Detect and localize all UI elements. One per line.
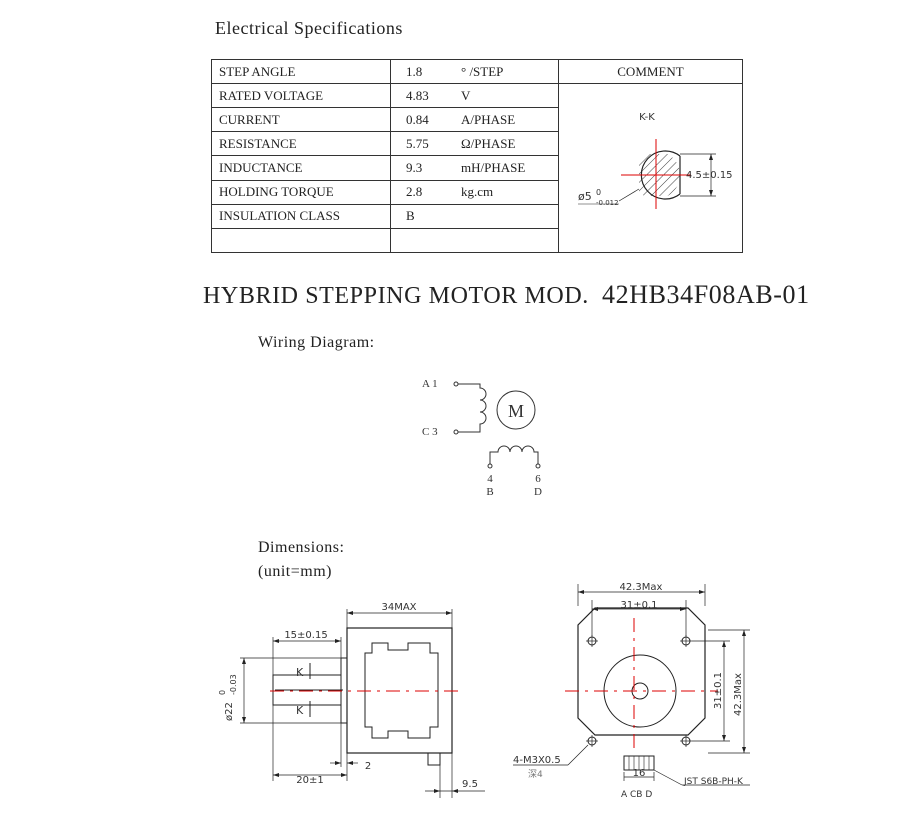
- spec-value: 0.84: [406, 111, 429, 127]
- wire-c-label: C 3: [422, 426, 438, 438]
- spec-label: INDUCTANCE: [211, 155, 391, 181]
- connector-pins: A CB D: [621, 790, 652, 800]
- table-row: INDUCTANCE 9.3 mH/PHASE: [211, 155, 743, 181]
- spec-label: INSULATION CLASS: [211, 203, 391, 229]
- spec-value: 2.8: [406, 184, 423, 200]
- spec-value: B: [406, 208, 415, 224]
- table-row: CURRENT 0.84 A/PHASE: [211, 107, 743, 133]
- wiring-title: Wiring Diagram:: [258, 334, 375, 351]
- table-row: RATED VOLTAGE 4.83 V K-K: [211, 82, 743, 253]
- dia-tol-lower: -0.012: [596, 199, 619, 207]
- spec-label: STEP ANGLE: [211, 59, 391, 84]
- flange-dim: 2: [365, 761, 371, 772]
- coil-a: [458, 383, 487, 433]
- spec-unit: A/PHASE: [461, 111, 516, 127]
- spec-unit: mH/PHASE: [461, 159, 526, 175]
- spec-unit: kg.cm: [461, 184, 494, 200]
- boss-tol-lower: -0.03: [229, 674, 238, 695]
- spec-value: 4.83: [406, 87, 429, 103]
- spec-value: 5.75: [406, 135, 429, 151]
- motor-m-label: M: [508, 401, 524, 421]
- face-width-dim: 42.3Max: [620, 582, 663, 593]
- body-length-dim: 34MAX: [381, 602, 416, 613]
- spec-label: HOLDING TORQUE: [211, 179, 391, 205]
- wiring-diagram: A 1 C 3 M 4 6 B D: [422, 378, 542, 498]
- screw-spec: 4-M3X0.5: [513, 755, 561, 766]
- screw-depth: 深4: [528, 769, 543, 780]
- pin-4-label: 4: [487, 473, 493, 485]
- spec-table: STEP ANGLE 1.8 ° /STEP COMMENT RATED VOLT…: [211, 59, 743, 254]
- spec-unit: V: [461, 87, 471, 103]
- shaft-section-view: K-K 4.5±0.15: [578, 112, 733, 209]
- model-code: 42HB34F08AB-01: [602, 280, 810, 309]
- dia-tol-upper: 0: [596, 188, 601, 197]
- shaft-flat-dim: 15±0.15: [284, 630, 327, 641]
- terminal-c: [453, 429, 459, 435]
- spec-label: RATED VOLTAGE: [211, 82, 391, 109]
- dia-dim-label: ø5: [578, 190, 592, 203]
- section-mark-bottom: K: [296, 704, 304, 717]
- connector-type: JST S6B-PH-K: [683, 777, 744, 787]
- pin-d-label: D: [534, 486, 542, 498]
- wire-a-label: A 1: [422, 378, 438, 390]
- section-mark-top: K: [296, 666, 304, 679]
- front-view-drawing: 42.3Max 31±0.1 42.3Max 31±0.1 4-M3X0.5 深…: [513, 582, 750, 800]
- terminal-d: [535, 463, 541, 469]
- spec-unit: ° /STEP: [461, 63, 504, 79]
- connector-width-dim: 16: [633, 768, 646, 779]
- shaft-length-dim: 20±1: [296, 775, 323, 786]
- specs-title: Electrical Specifications: [215, 18, 403, 38]
- table-row: RESISTANCE 5.75 Ω/PHASE: [211, 131, 743, 157]
- table-row: [211, 227, 743, 254]
- boss-tol-upper: 0: [218, 690, 227, 695]
- terminal-b: [487, 463, 493, 469]
- spec-unit: Ω/PHASE: [461, 135, 516, 151]
- motor-symbol: [496, 390, 536, 430]
- section-label: K-K: [639, 112, 655, 123]
- spec-label: [211, 227, 391, 254]
- side-view-drawing: K K 34MAX 15±0.15 ø22 0 -0.03 20±1 2 9.5: [218, 602, 485, 798]
- face-height-dim: 42.3Max: [733, 673, 744, 716]
- connector-stub: [427, 752, 441, 766]
- comment-cell: K-K 4.5±0.15: [558, 83, 743, 253]
- dimensions-unit: (unit=mm): [258, 563, 332, 580]
- hole-spacing-v-dim: 31±0.1: [713, 672, 724, 709]
- coil-b: [489, 445, 539, 464]
- motor-face-outline: [577, 607, 706, 736]
- pin-6-label: 6: [535, 473, 541, 485]
- dimensions-title: Dimensions:: [258, 539, 345, 556]
- spec-value: 1.8: [406, 63, 423, 79]
- table-row: STEP ANGLE 1.8 ° /STEP COMMENT: [211, 59, 743, 84]
- boss-dia-dim: ø22: [224, 702, 235, 721]
- model-prefix: HYBRID STEPPING MOTOR MOD.: [203, 283, 589, 309]
- spec-label: CURRENT: [211, 107, 391, 133]
- spec-label: RESISTANCE: [211, 131, 391, 157]
- comment-header: COMMENT: [558, 59, 743, 84]
- motor-core-outline: [364, 642, 439, 739]
- spec-value: 9.3: [406, 159, 423, 175]
- hole-spacing-dim: 31±0.1: [620, 600, 657, 611]
- connector-dim: 9.5: [462, 779, 478, 790]
- flat-dim-label: 4.5±0.15: [686, 170, 733, 181]
- pin-b-label: B: [486, 486, 493, 498]
- terminal-a: [453, 381, 459, 387]
